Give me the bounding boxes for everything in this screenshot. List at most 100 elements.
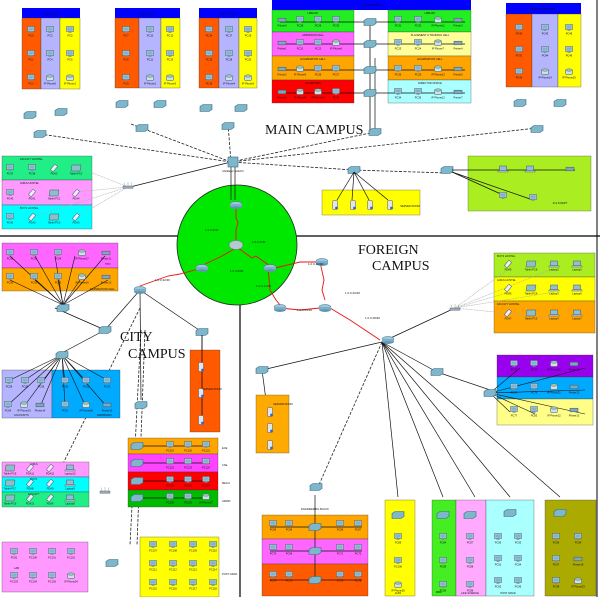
tablet-icon[interactable] [48, 213, 60, 221]
printer-icon[interactable] [453, 40, 463, 46]
device-label: PC78 [511, 391, 518, 395]
device-label: PDA1 [29, 197, 36, 201]
phone-icon[interactable] [67, 572, 75, 579]
dept-label: ADMIN [222, 499, 230, 503]
lan-links [54, 58, 561, 498]
backbone-links [39, 123, 538, 546]
phone-icon[interactable] [146, 74, 154, 81]
city-campus: TPO EXAMINATION CELL ACCOUNTS ADMISSION … [1, 242, 237, 597]
device-label: PC62 [83, 385, 90, 389]
phone-icon[interactable] [78, 273, 86, 280]
row-label: DIRECTOR OFFICE [418, 81, 442, 85]
device-label: PC93 [515, 541, 522, 545]
device-label: PC110 [209, 549, 217, 553]
tablet-icon[interactable] [525, 284, 537, 292]
printer-icon[interactable] [35, 402, 45, 408]
device-label: PC6 [67, 58, 73, 62]
device-label: PC21 [297, 47, 304, 51]
printer-icon[interactable] [453, 89, 463, 95]
phone-icon[interactable] [550, 360, 558, 367]
device-label: PC119 [166, 449, 174, 453]
wan-serial-links [139, 207, 381, 341]
printer-icon[interactable] [277, 17, 287, 23]
device-label: PDA9 [47, 487, 54, 491]
device-label: Printer0 [277, 24, 287, 28]
phone-icon[interactable] [296, 88, 304, 95]
tablet-icon[interactable] [48, 189, 60, 197]
phone-icon[interactable] [314, 88, 322, 95]
printer-icon[interactable] [101, 250, 111, 256]
printer-icon[interactable] [277, 66, 287, 72]
device-label: PC56 [22, 385, 29, 389]
device-label: PC30 [333, 24, 340, 28]
device-label: PC85 [440, 565, 447, 569]
printer-icon[interactable] [453, 66, 463, 72]
printer-icon[interactable] [101, 274, 111, 280]
device-label: PDA13 [26, 502, 35, 506]
phone-icon[interactable] [20, 401, 28, 408]
router-icon [381, 336, 395, 345]
phone-icon[interactable] [574, 577, 582, 584]
printer-icon[interactable] [453, 17, 463, 23]
tablet-icon[interactable] [70, 164, 82, 172]
device-label: PC88 [337, 528, 344, 532]
device-label: PC69 [286, 552, 293, 556]
phone-icon[interactable] [434, 65, 442, 72]
dept-label: POST GRAD [500, 591, 515, 595]
device-label: Printer13 [102, 409, 113, 413]
device-label: PC92 [495, 585, 502, 589]
device-label: PC64 [5, 409, 12, 413]
printer-icon[interactable] [569, 384, 579, 390]
phone-icon[interactable] [296, 65, 304, 72]
phone-icon[interactable] [434, 88, 442, 95]
phone-icon[interactable] [541, 68, 549, 75]
device-label: Tablet PC5 [525, 317, 538, 321]
dept-label: MBA [436, 590, 442, 594]
phone-icon[interactable] [78, 249, 86, 256]
printer-icon[interactable] [102, 402, 112, 408]
device-label: PC13 [167, 58, 174, 62]
device-label: PC83 [531, 414, 538, 418]
network-label: 1.0.0.20/30 [345, 291, 360, 295]
phone-icon[interactable] [332, 39, 340, 46]
device-label: PC127 [202, 484, 210, 488]
tablet-icon[interactable] [525, 260, 537, 268]
phone-icon[interactable] [225, 74, 233, 81]
phone-icon[interactable] [550, 406, 558, 413]
tablet-icon[interactable] [4, 464, 16, 472]
device-label: PDA7 [505, 317, 512, 321]
printer-icon[interactable] [569, 361, 579, 367]
device-label: PDA0 [29, 221, 36, 225]
tablet-icon[interactable] [4, 494, 16, 502]
device-label: PC102 [67, 556, 75, 560]
printer-icon[interactable] [277, 89, 287, 95]
device-label: PC29 [315, 24, 322, 28]
device-label: Tablet PC8 [525, 268, 538, 272]
device-label: Tablet PC6 [4, 502, 17, 506]
phone-icon[interactable] [166, 74, 174, 81]
main-building-title: MAIN BUILDING [361, 3, 380, 7]
phone-icon[interactable] [434, 16, 442, 23]
printer-icon[interactable] [573, 556, 583, 562]
device-label: PC85 [270, 528, 277, 532]
phone-icon[interactable] [66, 74, 74, 81]
block-title: ECE BLOCK [140, 12, 155, 16]
tablet-icon[interactable] [4, 479, 16, 487]
core-switch-label: Multilayer Switch0 [223, 169, 244, 173]
phone-icon[interactable] [565, 68, 573, 75]
phone-icon[interactable] [550, 383, 558, 390]
phone-icon[interactable] [202, 493, 210, 500]
phone-icon[interactable] [394, 581, 402, 588]
device-label: PC35 [415, 96, 422, 100]
printer-icon[interactable] [569, 407, 579, 413]
device-label: PDA2 [51, 172, 58, 176]
device-label: PC120 [184, 449, 192, 453]
phone-icon[interactable] [82, 401, 90, 408]
device-label: Laptop3 [549, 292, 559, 296]
phone-icon[interactable] [46, 74, 54, 81]
printer-icon[interactable] [277, 40, 287, 46]
device-label: IP Phone27 [199, 501, 213, 505]
phone-icon[interactable] [434, 39, 442, 46]
tablet-icon[interactable] [525, 309, 537, 317]
phone-icon[interactable] [244, 74, 252, 81]
